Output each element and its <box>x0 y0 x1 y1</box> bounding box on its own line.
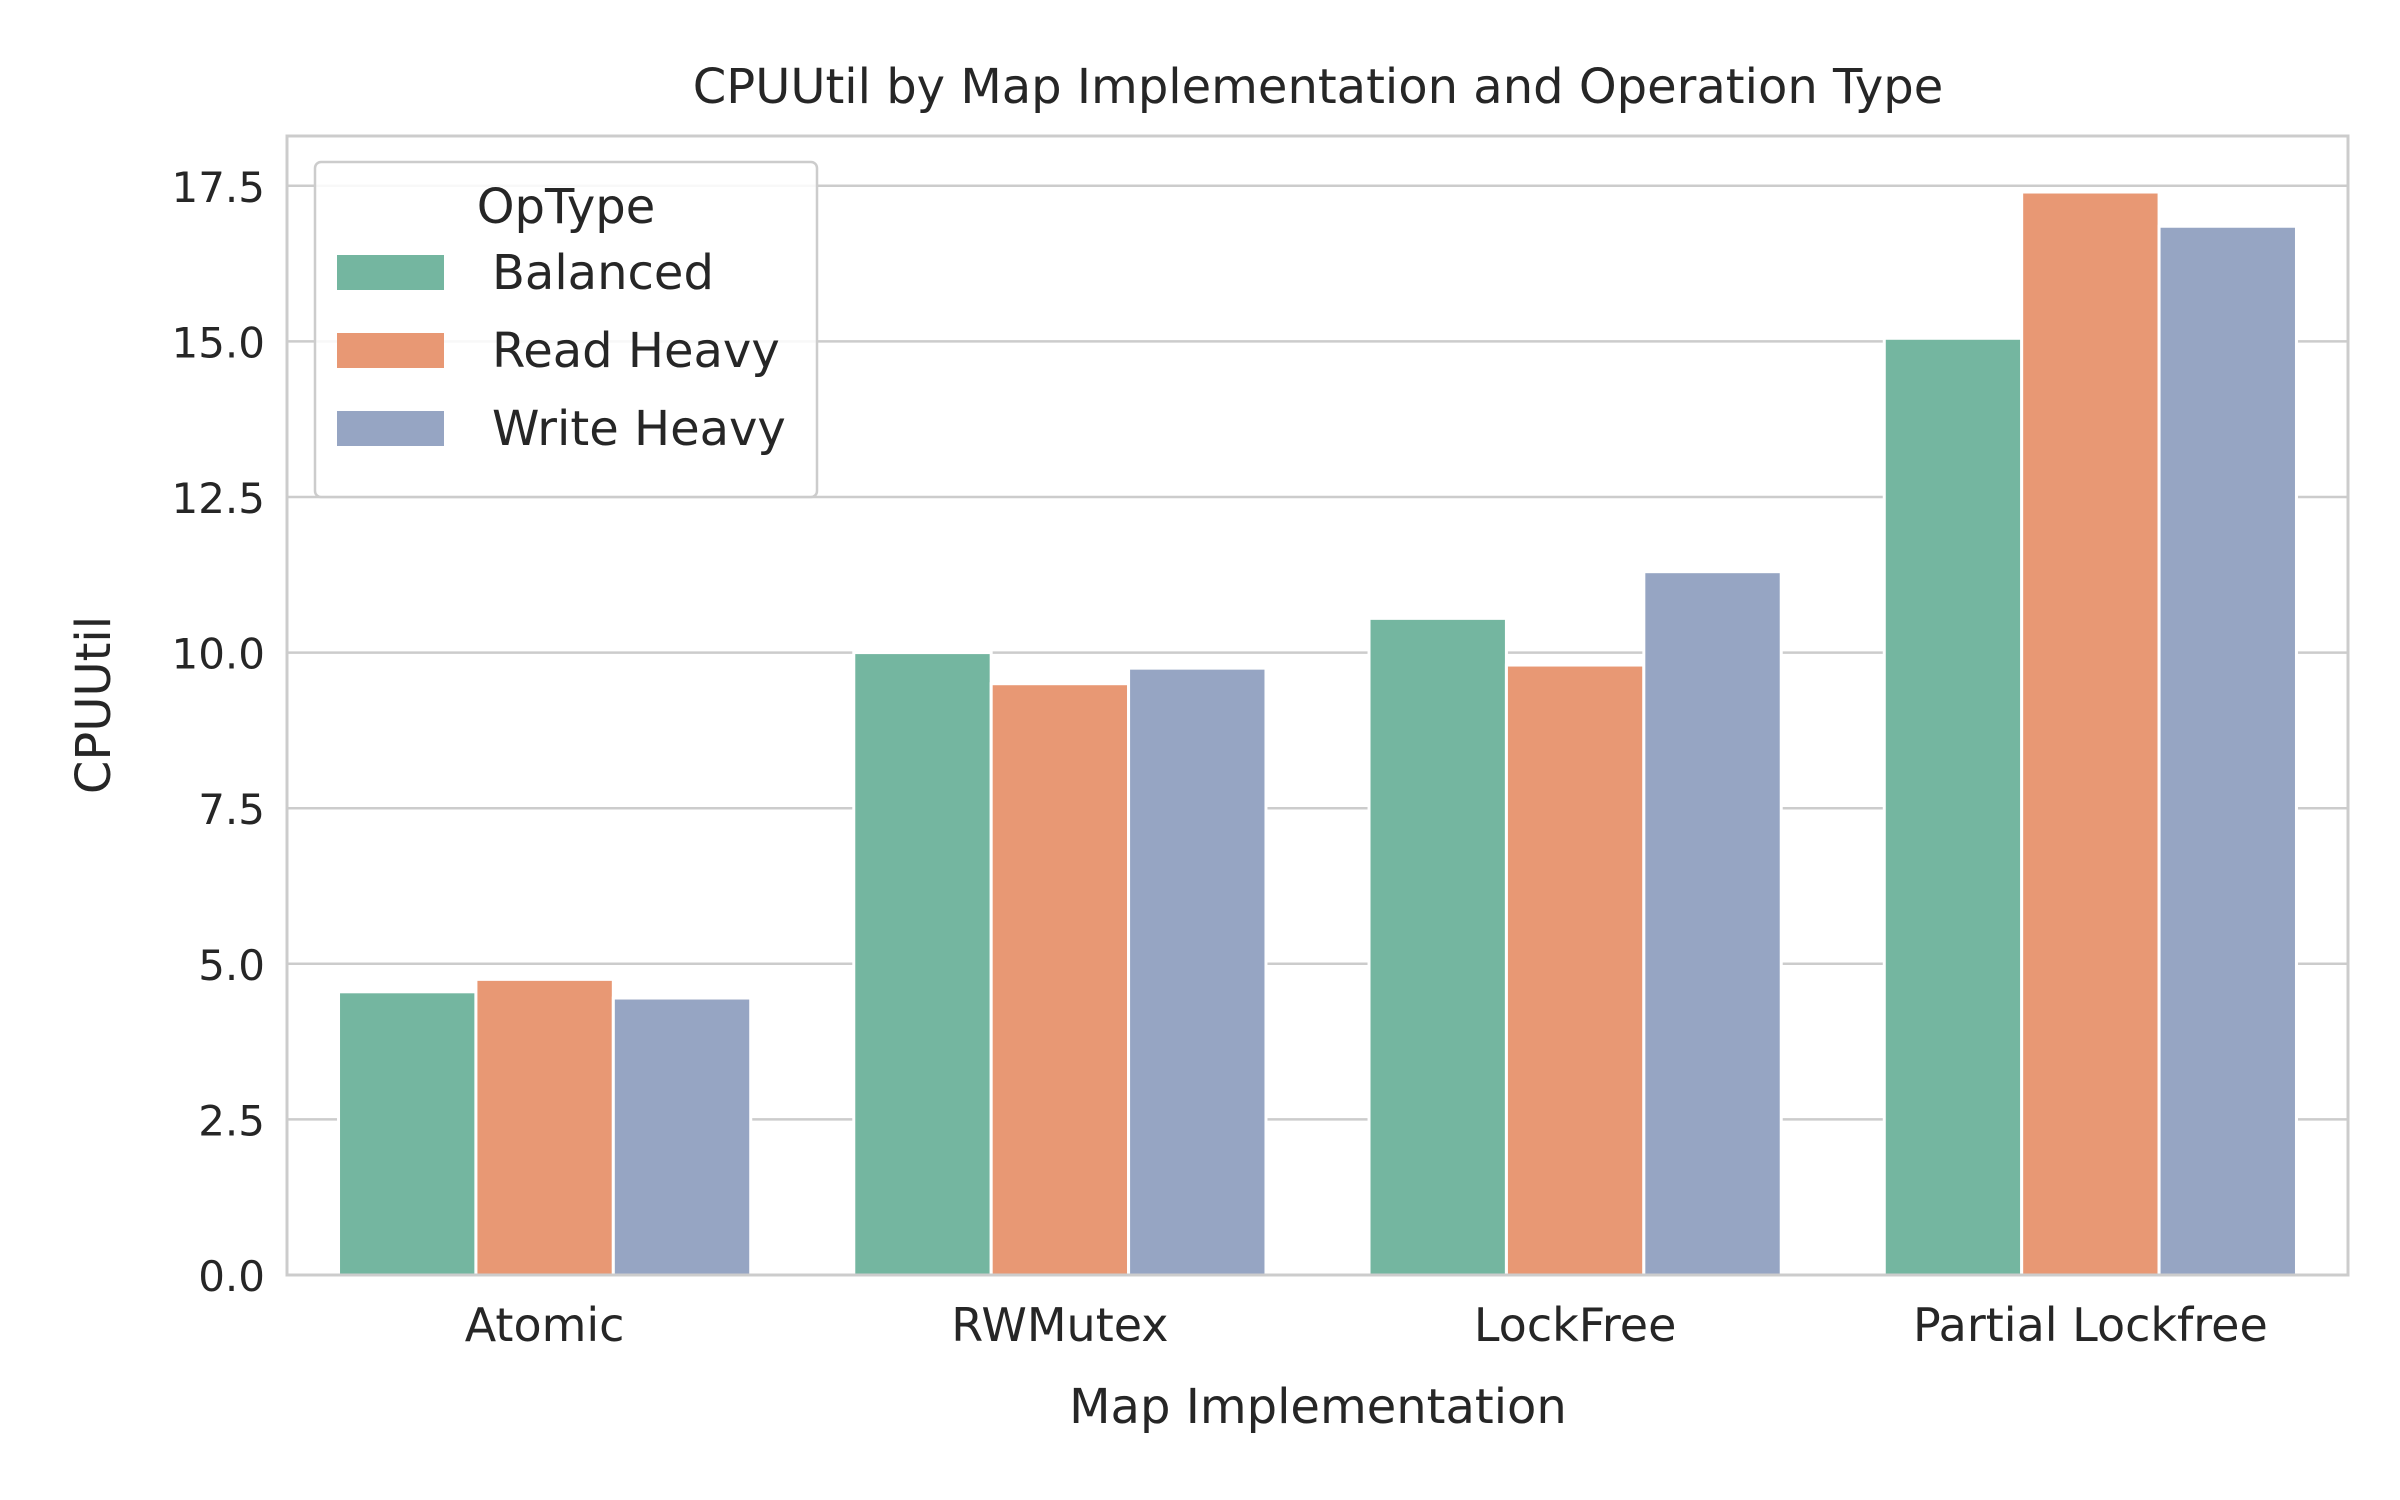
bar-read-heavy-lockfree <box>1504 663 1646 1277</box>
y-tick-label: 15.0 <box>171 318 265 367</box>
legend-swatch-write-heavy <box>337 411 444 446</box>
bar-balanced-rwmutex <box>852 651 993 1277</box>
legend-label-read-heavy: Read Heavy <box>492 323 780 379</box>
bar-write-heavy-partial-lockfree <box>2157 224 2298 1277</box>
x-axis-label: Map Implementation <box>1069 1379 1567 1435</box>
x-tick-label: Partial Lockfree <box>1913 1298 2268 1352</box>
legend-swatch-read-heavy <box>337 333 444 368</box>
bars <box>337 190 2298 1277</box>
bar-balanced-lockfree <box>1367 616 1508 1277</box>
bar-read-heavy-partial-lockfree <box>2020 190 2161 1277</box>
legend-label-balanced: Balanced <box>492 245 714 301</box>
x-tick-label: RWMutex <box>951 1298 1168 1352</box>
legend-title: OpType <box>477 179 656 235</box>
y-tick-label: 17.5 <box>171 163 265 212</box>
y-tick-label: 0.0 <box>198 1252 265 1301</box>
bar-write-heavy-lockfree <box>1642 570 1783 1277</box>
bar-read-heavy-rwmutex <box>989 682 1131 1277</box>
bar-balanced-partial-lockfree <box>1882 336 2024 1277</box>
y-tick-label: 12.5 <box>171 474 265 523</box>
legend-swatch-balanced <box>337 255 444 290</box>
legend-label-write-heavy: Write Heavy <box>492 401 786 457</box>
y-tick-label: 2.5 <box>198 1096 265 1145</box>
x-axis-ticks: Atomic RWMutex LockFree Partial Lockfree <box>465 1298 2268 1352</box>
y-axis-label: CPUUtil <box>66 616 122 794</box>
y-tick-label: 10.0 <box>171 630 265 679</box>
x-tick-label: Atomic <box>465 1298 625 1352</box>
y-tick-label: 7.5 <box>198 785 265 834</box>
plot-frame <box>285 134 2350 1277</box>
bar-write-heavy-atomic <box>611 996 753 1277</box>
bar-balanced-atomic <box>337 990 478 1277</box>
y-axis-ticks: 0.0 2.5 5.0 7.5 10.0 12.5 15.0 17.5 <box>171 163 265 1301</box>
chart-title: CPUUtil by Map Implementation and Operat… <box>693 59 1944 115</box>
bar-read-heavy-atomic <box>474 977 615 1277</box>
bar-write-heavy-rwmutex <box>1127 666 1268 1277</box>
y-tick-label: 5.0 <box>198 941 265 990</box>
x-tick-label: LockFree <box>1474 1298 1677 1352</box>
